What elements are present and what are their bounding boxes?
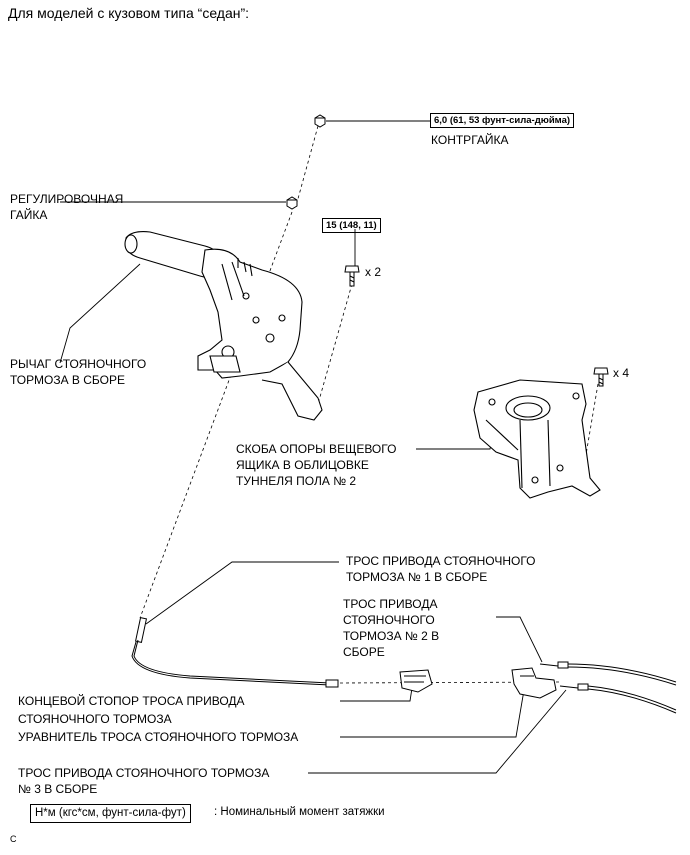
cable2-label-4: СБОРЕ: [343, 645, 385, 659]
cable2-label-3: ТОРМОЗА № 2 В: [343, 629, 440, 643]
bolt-torque-box: 15 (148, 11): [322, 218, 381, 233]
page-heading: Для моделей с кузовом типа “седан”:: [8, 5, 250, 21]
end-stop-label-1: КОНЦЕВОЙ СТОПОР ТРОСА ПРИВОДА: [18, 694, 245, 708]
cable3-label-1: ТРОС ПРИВОДА СТОЯНОЧНОГО ТОРМОЗА: [18, 766, 270, 780]
locknut-label: КОНТРГАЙКА: [431, 133, 509, 147]
cable-no2-no3-drawing: [539, 661, 677, 714]
locknut-icon: [314, 114, 326, 128]
lever-label-2: ТОРМОЗА В СБОРЕ: [10, 373, 125, 387]
cable-no1-drawing: [131, 617, 339, 688]
parking-brake-lever-drawing: [124, 231, 323, 421]
adjusting-nut-icon: [286, 196, 298, 210]
bolt-quantity: x 2: [365, 265, 382, 279]
equalizer-label: УРАВНИТЕЛЬ ТРОСА СТОЯНОЧНОГО ТОРМОЗА: [18, 730, 299, 744]
bracket-bolt-quantity: x 4: [613, 366, 630, 380]
adjusting-nut-label-2: ГАЙКА: [10, 208, 48, 222]
bracket-label-2: ЯЩИКА В ОБЛИЦОВКЕ: [236, 458, 369, 472]
locknut-torque-box: 6,0 (61, 53 фунт-сила-дюйма): [430, 113, 575, 128]
bolt-icon: [344, 265, 360, 287]
corner-code: C: [10, 834, 17, 844]
lever-label-1: РЫЧАГ СТОЯНОЧНОГО: [10, 357, 147, 371]
adjusting-nut-label-1: РЕГУЛИРОВОЧНАЯ: [10, 192, 124, 206]
cable2-label-2: СТОЯНОЧНОГО: [343, 613, 435, 627]
legend-description: : Номинальный момент затяжки: [214, 806, 385, 818]
leader-lines: [59, 120, 567, 774]
bracket-label-3: ТУННЕЛЯ ПОЛА № 2: [236, 474, 357, 488]
bracket-label-1: СКОБА ОПОРЫ ВЕЩЕВОГО: [236, 442, 397, 456]
bracket-bolt-icon: [593, 367, 609, 387]
equalizer-drawing: [511, 667, 557, 699]
end-stop-label-2: СТОЯНОЧНОГО ТОРМОЗА: [18, 712, 172, 726]
cable-end-stop-drawing: [399, 669, 433, 693]
cable2-label-1: ТРОС ПРИВОДА: [343, 597, 438, 611]
console-bracket-drawing: [473, 379, 601, 499]
legend-torque-units-box: Н*м (кгс*см, фунт-сила-фут): [30, 804, 191, 823]
cable3-label-2: № 3 В СБОРЕ: [18, 782, 98, 796]
cable1-label-1: ТРОС ПРИВОДА СТОЯНОЧНОГО: [346, 554, 536, 568]
cable1-label-2: ТОРМОЗА № 1 В СБОРЕ: [346, 570, 488, 584]
